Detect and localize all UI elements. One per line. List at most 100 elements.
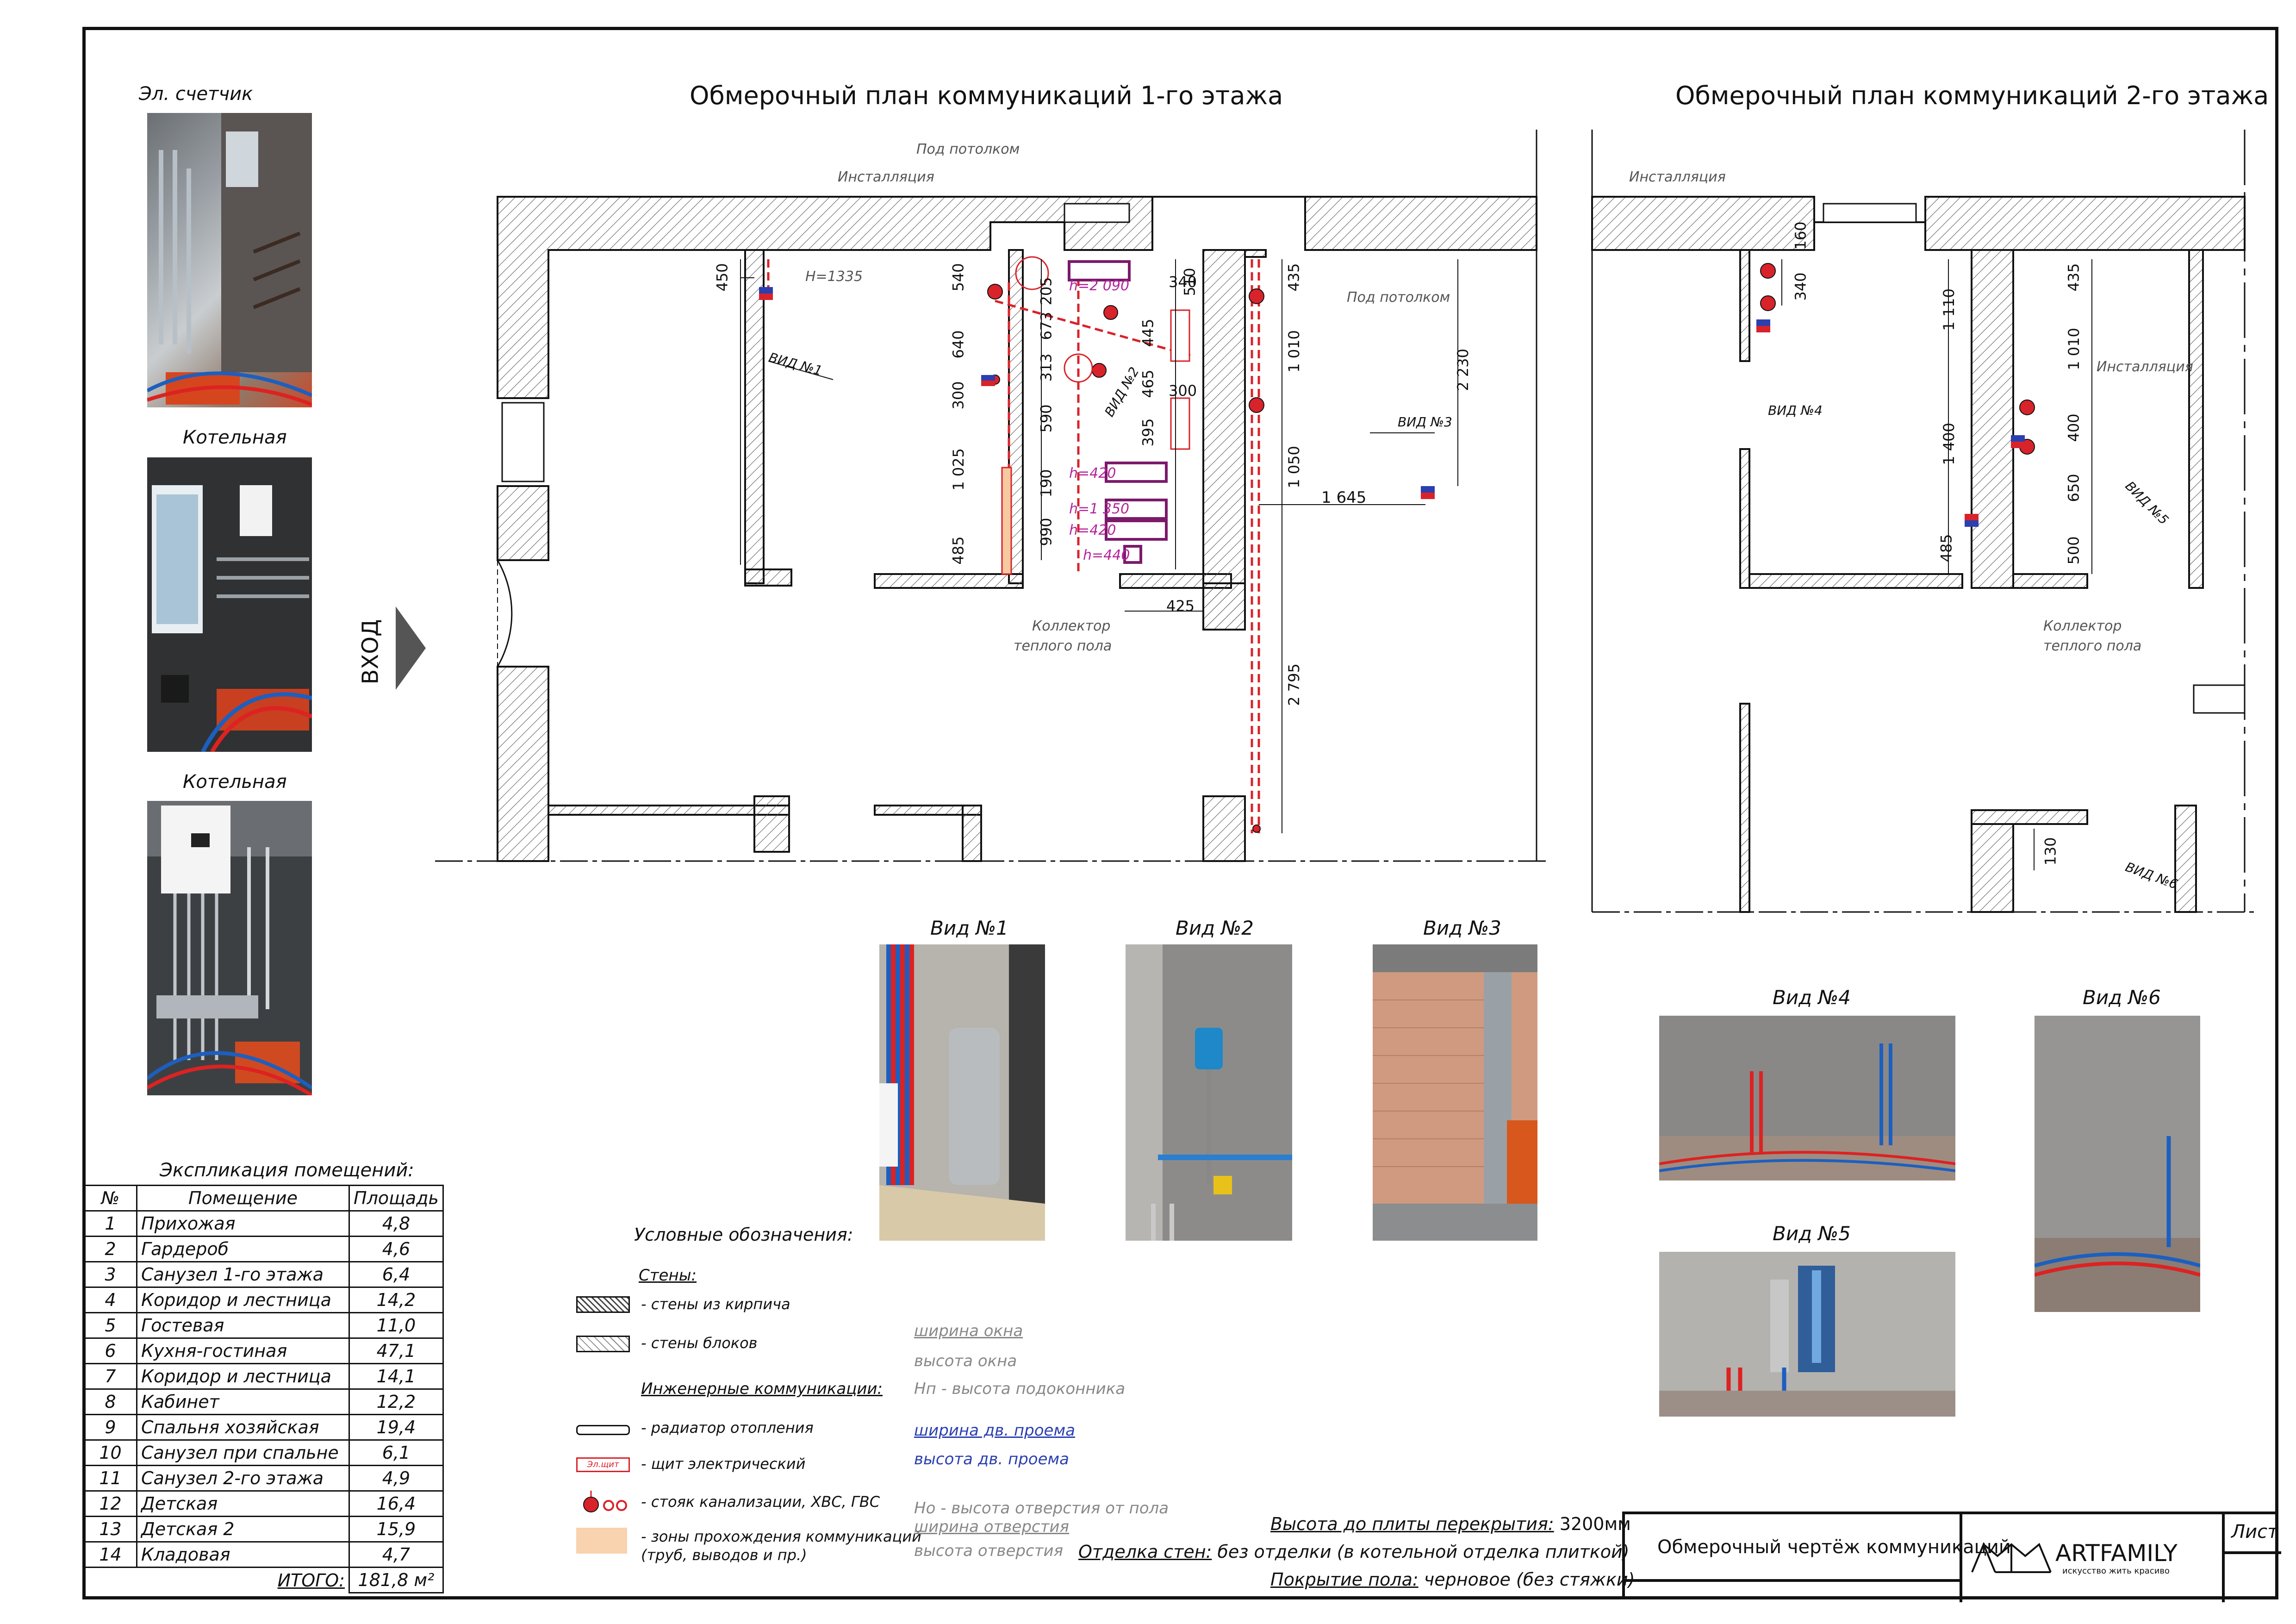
plan1-view-arrows (768, 361, 1435, 433)
legend-door-width: ширина дв. проема (914, 1421, 1075, 1440)
photo-boiler-room-1 (147, 457, 312, 752)
plan2-dim-1400: 1 400 (1940, 423, 1958, 465)
view3-caption: Вид №3 (1423, 917, 1501, 939)
stamp-divider-2 (2222, 1514, 2225, 1602)
explication-title: Экспликация помещений: (160, 1160, 414, 1181)
legend-radiator-text: - радиатор отопления (641, 1419, 814, 1437)
plan1-window-openings (501, 203, 1130, 482)
row-num: 1 (83, 1210, 137, 1237)
plan1-dim-990: 990 (1037, 518, 1055, 546)
explication-header-num: № (83, 1185, 137, 1212)
legend-blocks-swatch (576, 1336, 630, 1352)
row-area: 12,2 (348, 1388, 444, 1415)
plan2-dim-160: 160 (1792, 221, 1810, 250)
row-area: 6,4 (348, 1261, 444, 1288)
plan2-dim-650: 650 (2065, 474, 2083, 502)
stamp-slogan: искусство жить красиво (2062, 1566, 2170, 1576)
plan1-label-entrance: ВХОД (357, 619, 384, 685)
row-area: 11,0 (348, 1312, 444, 1339)
plan1-dim-340: 340 (1169, 273, 1197, 291)
view4-photo (1659, 1016, 1955, 1181)
view1-caption: Вид №1 (930, 917, 1008, 939)
row-num: 9 (83, 1414, 137, 1441)
plan2-label-view4: ВИД №4 (1768, 403, 1823, 418)
plan1-dim-540: 540 (949, 263, 967, 292)
view6-caption: Вид №6 (2083, 986, 2161, 1009)
plan1-label-h2090: h=2 090 (1069, 278, 1130, 294)
view6-photo (2035, 1016, 2200, 1312)
explication-header-area: Площадь (348, 1185, 444, 1212)
row-room: Гардероб (136, 1236, 350, 1262)
row-room: Санузел 2-го этажа (136, 1465, 350, 1492)
plan1-dim-313: 313 (1037, 353, 1055, 382)
row-room: Гостевая (136, 1312, 350, 1339)
view3-photo (1373, 944, 1537, 1241)
row-num: 10 (83, 1439, 137, 1466)
note-walls: Отделка стен: без отделки (в котельной о… (1078, 1542, 1630, 1562)
plan1-risers (987, 284, 1264, 833)
legend-brick-swatch (576, 1296, 630, 1313)
plan1-outlets (759, 287, 1435, 499)
explication-header-room: Помещение (136, 1185, 350, 1212)
photo-electric-meter (147, 113, 312, 407)
plan1-label-ceiling-1: Под потолком (916, 141, 1020, 157)
plan1-label-ceiling-2: Под потолком (1347, 289, 1450, 306)
drawing-frame (82, 27, 2278, 1599)
plan1-dim-673: 673 (1037, 312, 1055, 340)
view2-caption: Вид №2 (1176, 917, 1254, 939)
plan1-sockets (1068, 260, 1168, 564)
plan1-walls (497, 196, 1537, 862)
row-num: 11 (83, 1465, 137, 1492)
stamp-sheet-label: Лист (2231, 1521, 2278, 1543)
plan1-label-view3: ВИД №3 (1398, 414, 1452, 430)
note-floor: Покрытие пола: черновое (без стяжки) (1270, 1569, 1635, 1590)
plan2-label-collector-2: теплого пола (2043, 638, 2142, 654)
row-area: 19,4 (348, 1414, 444, 1441)
row-area: 4,9 (348, 1465, 444, 1492)
legend-riser-text: - стояк канализации, ХВС, ГВС (641, 1493, 880, 1511)
note-floor-label: Покрытие пола: (1270, 1569, 1419, 1590)
legend-walls-title: Стены: (639, 1266, 697, 1285)
legend-riser-swatch (581, 1491, 627, 1516)
legend-zones-text-2: (труб, выводов и пр.) (641, 1546, 807, 1564)
plan2-label-install-1: Инсталляция (1629, 169, 1726, 185)
row-room: Санузел 1-го этажа (136, 1261, 350, 1288)
row-room: Коридор и лестница (136, 1363, 350, 1390)
photo-caption-boiler-1: Котельная (183, 427, 287, 448)
photo-boiler-room-2 (147, 801, 312, 1095)
plan2-dim-485: 485 (1937, 534, 1955, 562)
row-num: 6 (83, 1337, 137, 1364)
plan1-dim-425: 425 (1166, 597, 1195, 615)
note-walls-value: без отделки (в котельной отделка плиткой… (1217, 1542, 1630, 1562)
row-area: 15,9 (348, 1516, 444, 1543)
plan1-dim-590: 590 (1037, 404, 1055, 433)
title-block: Обмерочный чертёж коммуникаций ARTFAMILY… (1622, 1512, 2281, 1602)
row-area: 6,1 (348, 1439, 444, 1466)
stamp-title: Обмерочный чертёж коммуникаций (1657, 1537, 2011, 1558)
row-room: Кабинет (136, 1388, 350, 1415)
plan1-dim-1645: 1 645 (1321, 488, 1367, 507)
row-room: Прихожая (136, 1210, 350, 1237)
photo-caption-meter: Эл. счетчик (139, 83, 253, 105)
plan2-title: Обмерочный план коммуникаций 2-го этажа (1675, 81, 2269, 110)
plan1-label-h1335: Н=1335 (805, 269, 863, 285)
plan1-label-h1350: h=1 350 (1069, 501, 1130, 517)
row-num: 12 (83, 1490, 137, 1517)
plan2-dim-500: 500 (2065, 536, 2083, 565)
plan1-dim-465: 465 (1139, 369, 1157, 398)
legend-hole-h: высота отверстия (914, 1542, 1064, 1560)
plan2-dim-1110: 1 110 (1940, 288, 1958, 331)
row-room: Санузел при спальне (136, 1439, 350, 1466)
view5-photo (1659, 1252, 1955, 1417)
artfamily-logo-icon (1970, 1537, 2053, 1576)
